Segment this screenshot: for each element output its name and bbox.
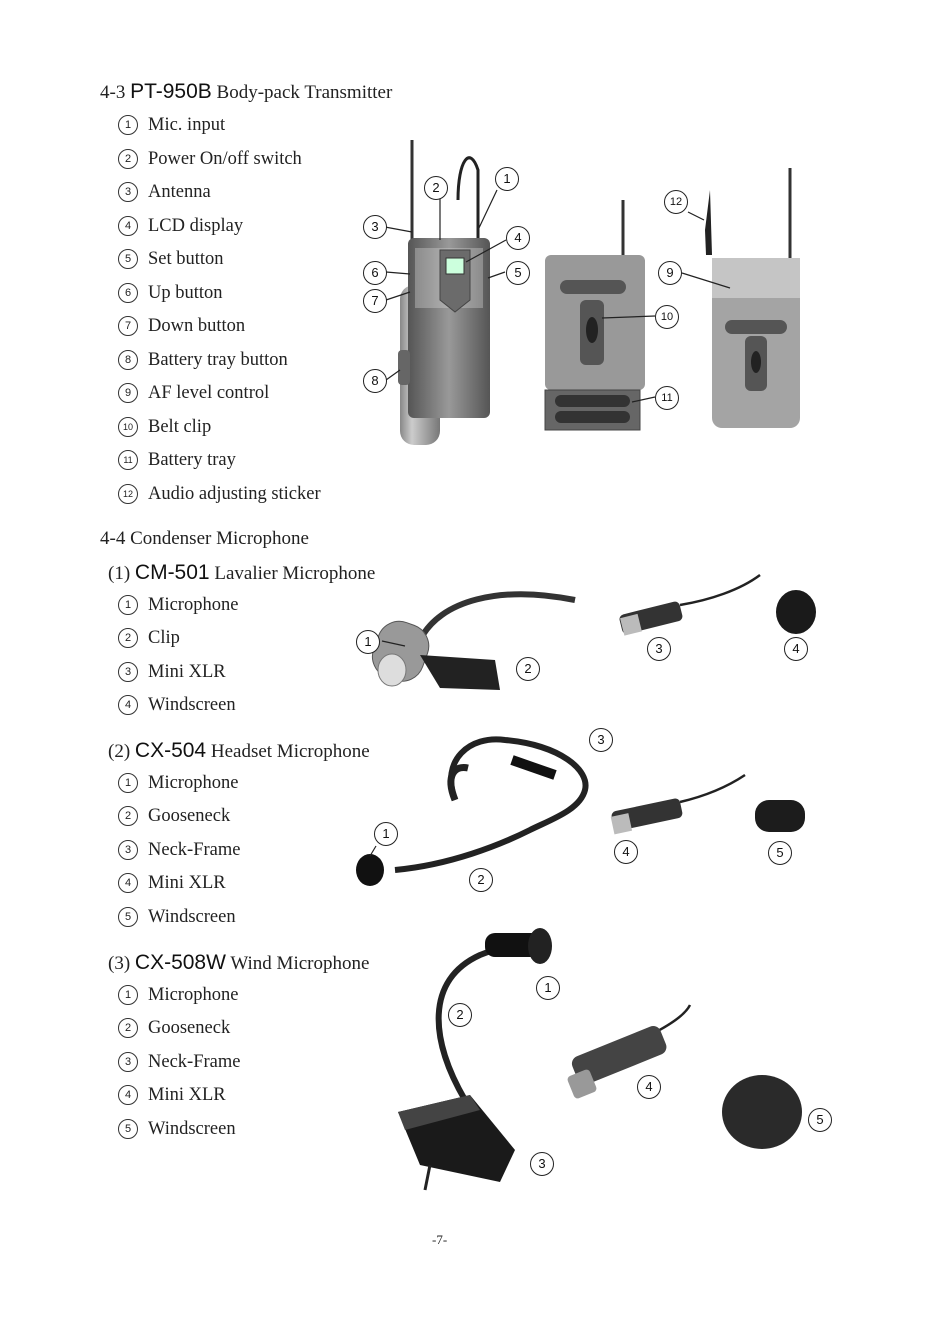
- callout-neck-frame: 3: [530, 1152, 554, 1176]
- callout-gooseneck: 2: [448, 1003, 472, 1027]
- windscreen-image: [722, 1075, 802, 1149]
- callout-microphone: 1: [536, 976, 560, 1000]
- page-number: -7-: [432, 1232, 447, 1248]
- mini-xlr-image: [566, 1005, 690, 1100]
- wind-mic-image: [398, 928, 552, 1190]
- callout-mini-xlr: 4: [637, 1075, 661, 1099]
- callout-windscreen: 5: [808, 1108, 832, 1132]
